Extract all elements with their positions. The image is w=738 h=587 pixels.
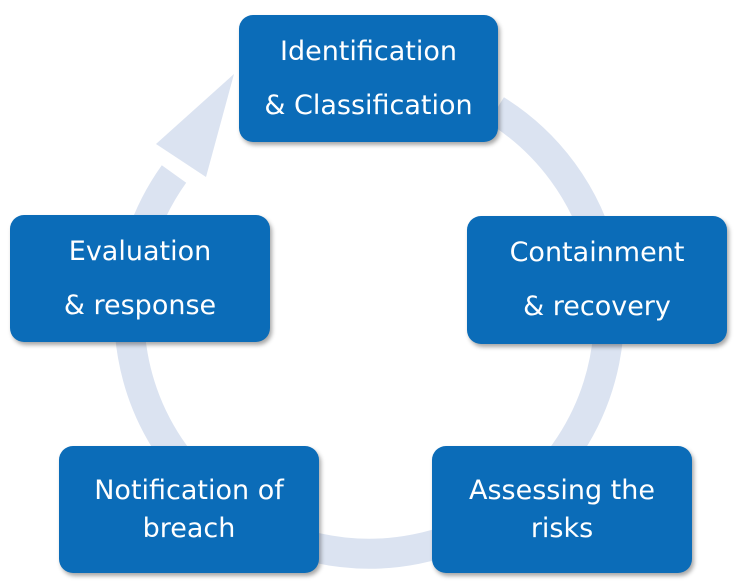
step-3-line-1: Assessing the (469, 474, 655, 506)
step-2-line-1: Containment (509, 237, 685, 268)
step-5-line-2: & response (63, 289, 217, 321)
step-evaluation-response: Evaluation & response (10, 215, 270, 342)
step-3-line-2: risks (530, 512, 594, 544)
step-notification-breach: Notification of breach (59, 446, 319, 573)
step-2-line-2: & recovery (523, 291, 671, 322)
step-4-line-1: Notification of (94, 474, 284, 506)
step-assessing-risks: Assessing the risks (432, 446, 692, 573)
step-1-line-2: & Classification (264, 89, 473, 121)
cycle-arrowhead-icon (156, 74, 234, 177)
step-4-line-2: breach (142, 512, 236, 544)
step-identification-classification: Identification & Classification (239, 15, 498, 142)
step-1-line-1: Identification (279, 35, 458, 67)
step-5-line-1: Evaluation (68, 235, 212, 267)
step-containment-recovery: Containment & recovery (467, 216, 727, 344)
